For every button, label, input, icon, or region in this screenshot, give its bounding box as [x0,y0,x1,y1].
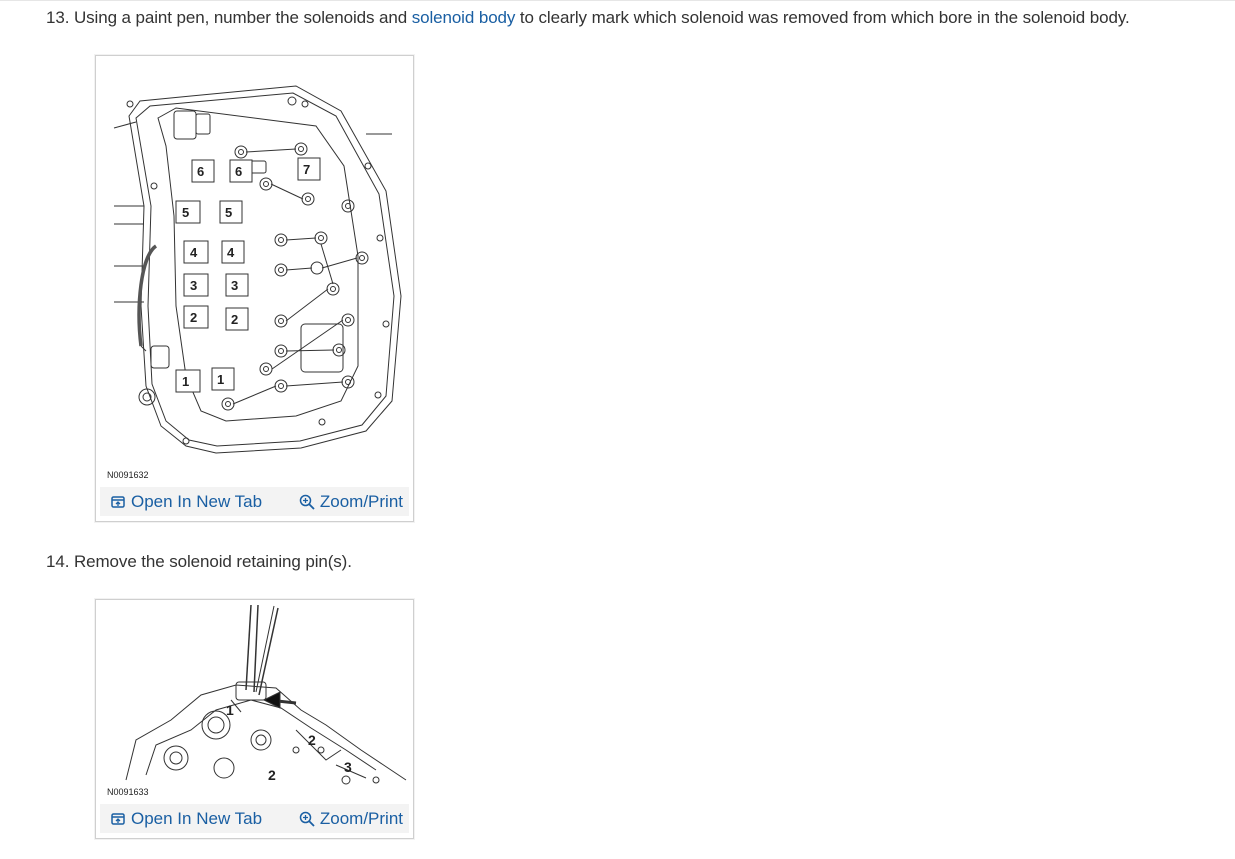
callout-6-body: 6 [235,164,242,179]
figure-solenoid-body: 5 4 3 2 1 6 6 7 5 4 3 2 1 N0091632 Open … [95,55,414,522]
zoom-print-link[interactable]: Zoom/Print [299,809,403,829]
callout-3: 3 [344,759,352,775]
open-in-new-tab-label: Open In New Tab [131,808,263,828]
callout-4-body: 4 [227,245,235,260]
callout-2-left: 2 [190,310,197,325]
callout-5-left: 5 [182,205,189,220]
callout-3-body: 3 [231,278,238,293]
callout-6-left: 6 [197,164,204,179]
step-text: Remove the solenoid retaining pin(s). [73,552,352,571]
callout-1-left: 1 [182,374,189,389]
callout-2-upper: 2 [308,732,316,748]
open-in-new-tab-label: Open In New Tab [131,491,263,511]
open-in-new-tab-link[interactable]: Open In New Tab [110,492,262,512]
callout-1-body: 1 [217,372,224,387]
zoom-print-label: Zoom/Print [319,491,403,511]
callout-3-left: 3 [190,278,197,293]
step-text: Using a paint pen, number the solenoids … [73,8,412,27]
figure-toolbar: Open In New Tab Zoom/Print [100,487,409,516]
step-number: 14. [46,552,70,571]
figure-id: N0091632 [107,470,149,480]
callout-5-body: 5 [225,205,232,220]
step-text: to clearly mark which solenoid was remov… [515,8,1130,27]
callout-4-left: 4 [190,245,198,260]
figure-toolbar: Open In New Tab Zoom/Print [100,804,409,833]
retaining-pin-illustration: 1 2 2 3 [125,604,407,785]
figure-id: N0091633 [107,787,149,797]
solenoid-body-link[interactable]: solenoid body [411,8,516,27]
callout-2-body: 2 [231,312,238,327]
step-14: 14. Remove the solenoid retaining pin(s)… [46,552,352,572]
zoom-print-label: Zoom/Print [319,808,403,828]
step-number: 13. [46,8,70,27]
solenoid-body-illustration: 5 4 3 2 1 6 6 7 5 4 3 2 1 [113,85,402,454]
open-new-tab-icon [111,495,125,508]
figure-retaining-pin: 1 2 2 3 N0091633 Open In New Tab Zoom/Pr… [95,599,414,839]
top-divider [0,0,1235,1]
zoom-in-icon [299,811,315,827]
callout-7-body: 7 [303,162,310,177]
callout-1: 1 [226,702,234,718]
open-new-tab-icon [111,812,125,825]
zoom-in-icon [299,494,315,510]
callout-2-lower: 2 [268,767,276,783]
open-in-new-tab-link[interactable]: Open In New Tab [110,809,262,829]
zoom-print-link[interactable]: Zoom/Print [299,492,403,512]
step-13: 13. Using a paint pen, number the soleno… [46,8,1130,28]
